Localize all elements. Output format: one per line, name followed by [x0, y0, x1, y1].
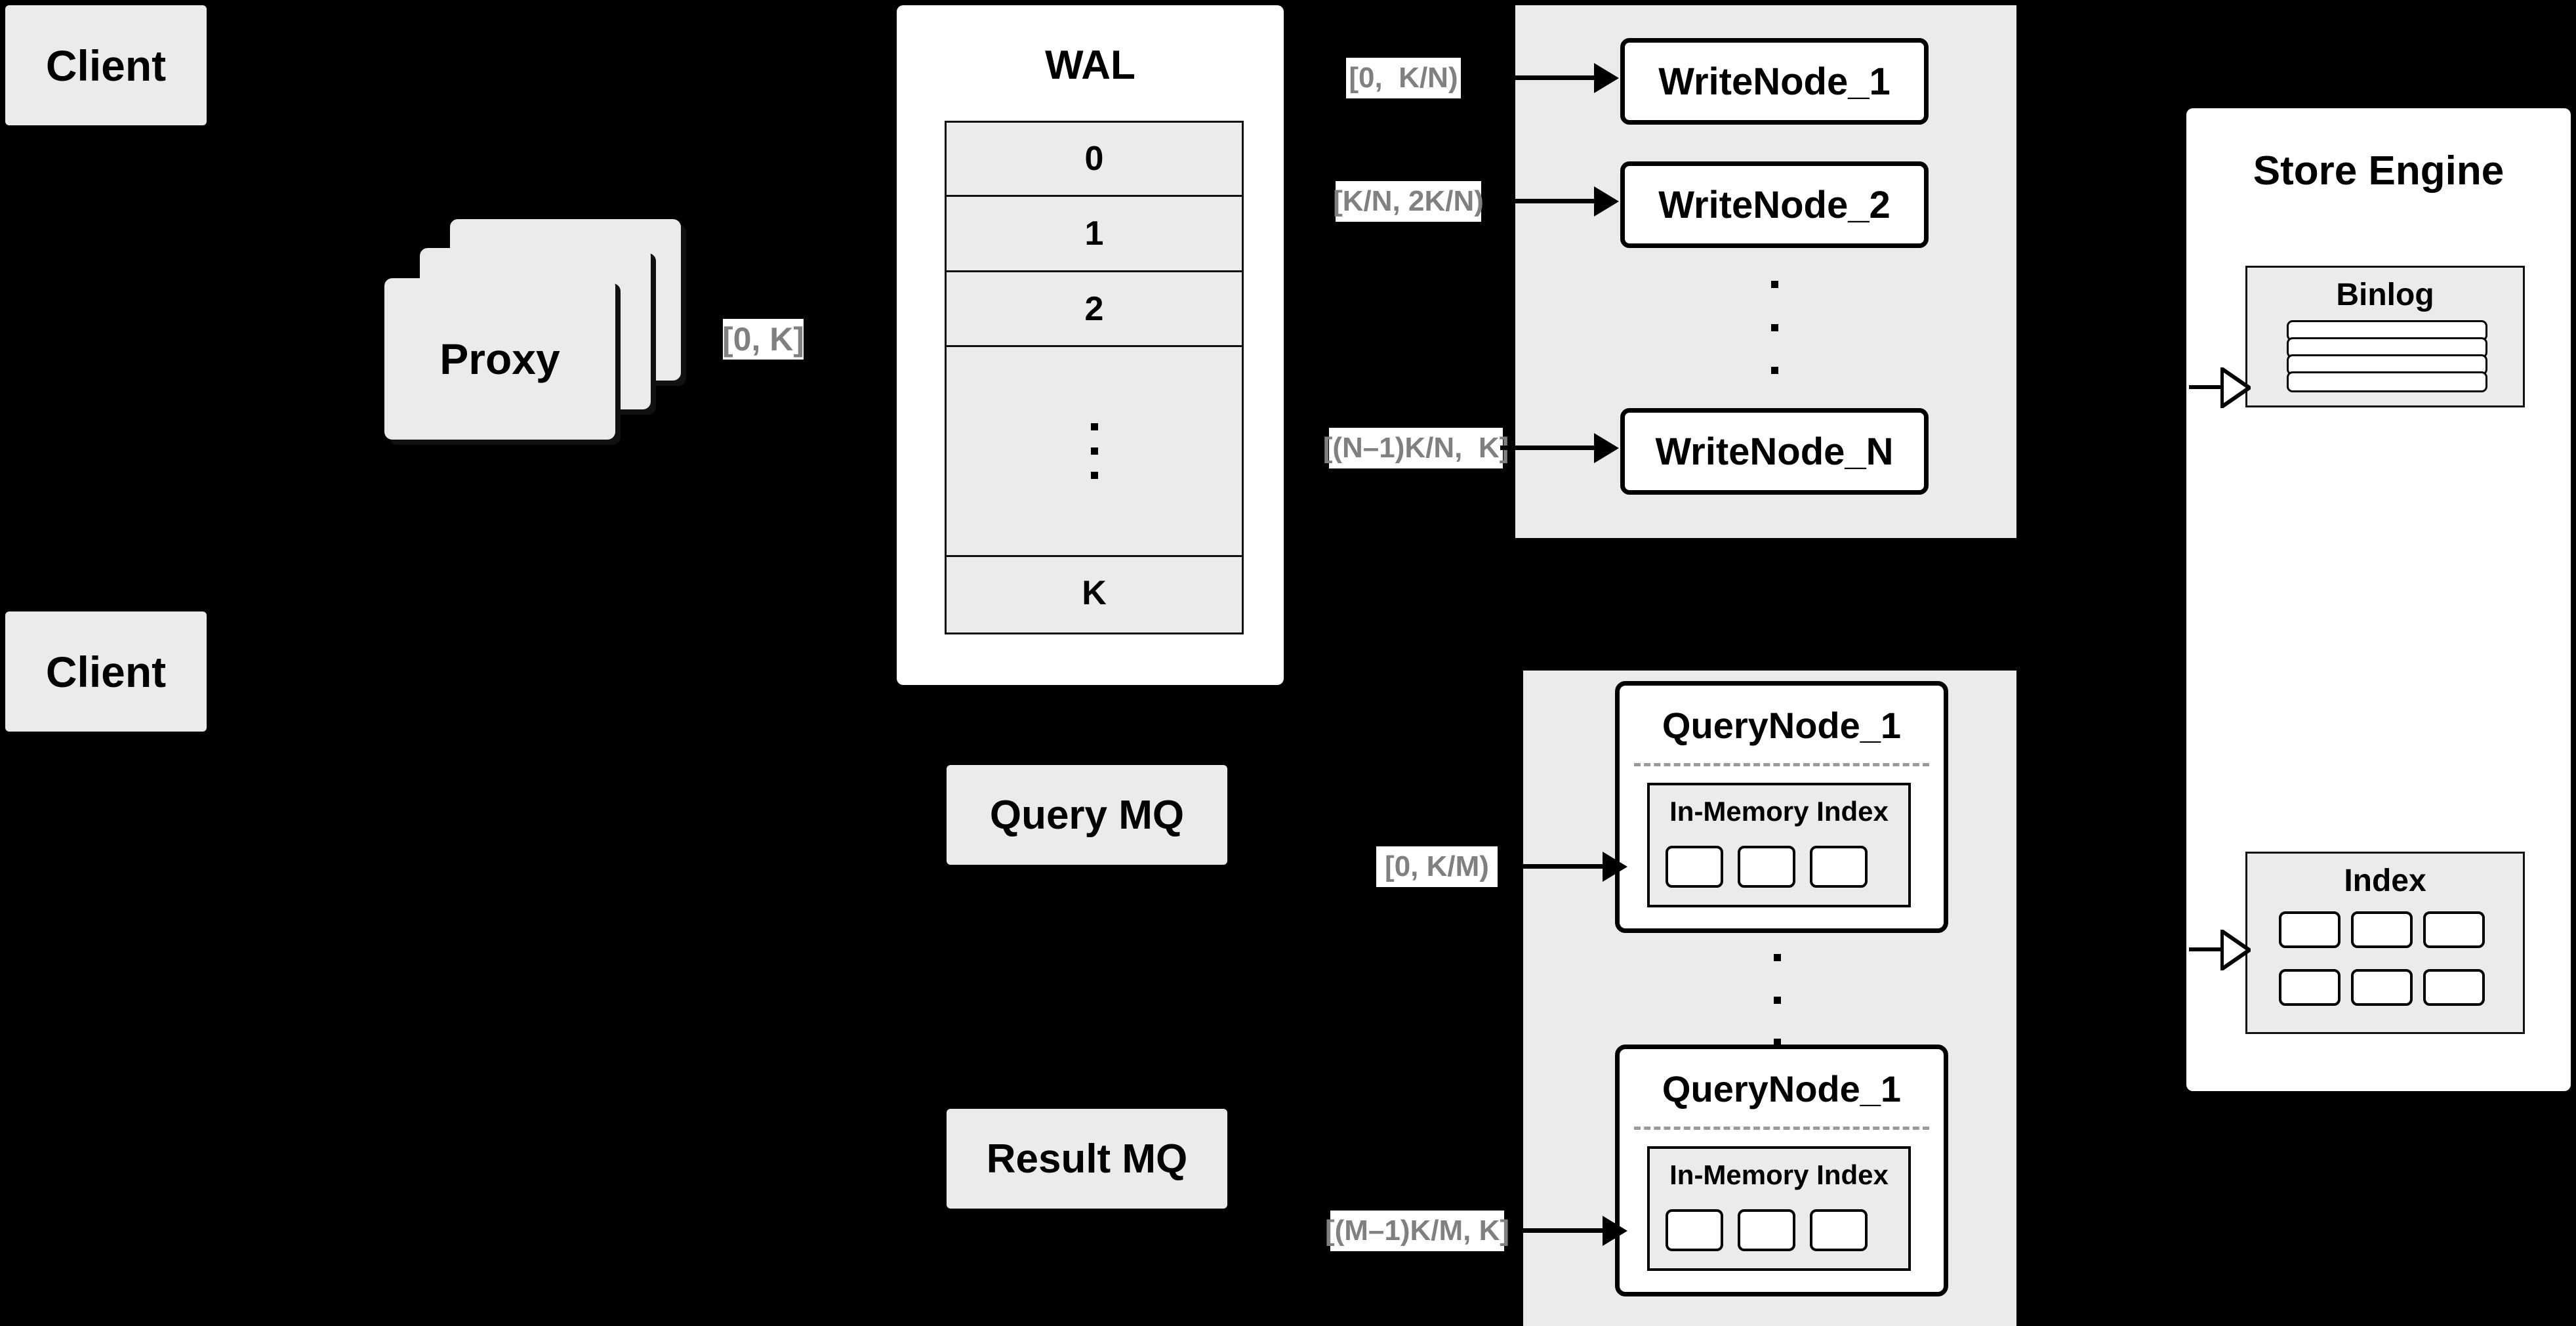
ellipsis-dot-icon [1773, 954, 1781, 961]
write-node-2-arrow-head [1594, 186, 1619, 217]
wal-row[interactable]: K [947, 557, 1242, 629]
write-node-2-range-label: [K/N, 2K/N) [1333, 181, 1484, 222]
write-node-n-range-label: [(N–1)K/N, K] [1323, 428, 1509, 468]
write-node-2-arrow-line [1500, 199, 1599, 203]
wal-table: 0 1 2 K [945, 121, 1244, 634]
wal-row-ellipsis [947, 347, 1242, 557]
index-title: Index [2344, 863, 2426, 898]
index-cell[interactable] [2279, 969, 2341, 1006]
proxy-box[interactable]: Proxy [384, 278, 615, 440]
write-node-n-arrow-line [1500, 445, 1599, 450]
binlog-arrow-line [2189, 385, 2230, 389]
in-memory-index-box: In-Memory Index [1647, 1146, 1911, 1271]
in-memory-index-cell[interactable] [1810, 1209, 1868, 1251]
write-node-1-arrow-line [1500, 75, 1599, 80]
query-node-m-arrow-head [1603, 1216, 1627, 1246]
wal-row[interactable]: 0 [947, 123, 1242, 197]
query-node-m-range-label: [(M–1)K/M, K] [1325, 1211, 1509, 1251]
result-mq-label: Result MQ [986, 1136, 1188, 1182]
write-node-2[interactable]: WriteNode_2 [1620, 161, 1929, 248]
binlog-title: Binlog [2336, 278, 2434, 312]
index-section: Index [2245, 852, 2525, 1034]
binlog-bar[interactable] [2287, 371, 2487, 392]
write-node-label: WriteNode_1 [1658, 60, 1891, 103]
index-arrow-line [2189, 947, 2230, 951]
query-node-title: QueryNode_1 [1662, 705, 1902, 746]
wal-row-label: 1 [1084, 215, 1104, 253]
index-cell[interactable] [2351, 969, 2413, 1006]
wal-row[interactable]: 2 [947, 272, 1242, 347]
write-node-1[interactable]: WriteNode_1 [1620, 38, 1929, 125]
query-node-1-range-label: [0, K/M) [1376, 846, 1498, 887]
write-node-n-arrow-head [1594, 433, 1619, 463]
ellipsis-dot-icon [1090, 472, 1098, 479]
in-memory-index-cell[interactable] [1666, 846, 1723, 888]
index-cell[interactable] [2423, 969, 2485, 1006]
ellipsis-dot-icon [1770, 367, 1778, 374]
write-node-group: WriteNode_1 WriteNode_2 WriteNode_N [1515, 5, 2016, 538]
binlog-arrow-head-icon [2220, 367, 2251, 408]
query-node-separator [1634, 1127, 1929, 1130]
ellipsis-dot-icon [1773, 1039, 1781, 1046]
index-arrow-head-icon [2220, 930, 2251, 970]
query-node-separator [1634, 763, 1929, 766]
in-memory-index-cell[interactable] [1666, 1209, 1723, 1251]
in-memory-index-cell[interactable] [1738, 1209, 1795, 1251]
ellipsis-dot-icon [1773, 996, 1781, 1004]
client-box-1[interactable]: Client [5, 5, 207, 125]
wal-panel: WAL 0 1 2 K [897, 5, 1284, 685]
query-mq-box[interactable]: Query MQ [947, 765, 1227, 865]
result-mq-box[interactable]: Result MQ [947, 1109, 1227, 1209]
ellipsis-dot-icon [1090, 447, 1098, 455]
in-memory-index-box: In-Memory Index [1647, 783, 1911, 907]
proxy-label: Proxy [440, 335, 560, 383]
ellipsis-dot-icon [1770, 323, 1778, 331]
binlog-section: Binlog [2245, 266, 2525, 407]
ellipsis-dot-icon [1770, 281, 1778, 288]
query-node-m[interactable]: QueryNode_1 In-Memory Index [1615, 1045, 1948, 1296]
store-engine-panel: Store Engine Binlog Index [2186, 108, 2571, 1091]
query-node-1-arrow-line [1509, 864, 1607, 869]
write-node-1-range-label: [0, K/N) [1346, 58, 1461, 98]
write-node-1-arrow-head [1594, 63, 1619, 93]
client-label: Client [45, 647, 167, 696]
query-node-1-arrow-head [1603, 852, 1627, 882]
client-label: Client [45, 41, 167, 90]
write-node-label: WriteNode_2 [1658, 183, 1891, 226]
wal-row-label: K [1082, 573, 1107, 612]
write-node-label: WriteNode_N [1655, 430, 1894, 473]
in-memory-index-title: In-Memory Index [1669, 1159, 1889, 1190]
query-node-title: QueryNode_1 [1662, 1068, 1902, 1109]
index-cell[interactable] [2423, 911, 2485, 948]
client-box-2[interactable]: Client [5, 611, 207, 732]
query-node-1[interactable]: QueryNode_1 In-Memory Index [1615, 681, 1948, 933]
in-memory-index-cell[interactable] [1738, 846, 1795, 888]
ellipsis-dot-icon [1090, 423, 1098, 430]
store-engine-title: Store Engine [2253, 148, 2504, 194]
wal-row-label: 0 [1084, 140, 1104, 178]
query-node-m-arrow-line [1509, 1228, 1607, 1233]
wal-row[interactable]: 1 [947, 197, 1242, 272]
wal-title: WAL [1045, 43, 1135, 88]
in-memory-index-title: In-Memory Index [1669, 796, 1889, 827]
in-memory-index-cell[interactable] [1810, 846, 1868, 888]
query-mq-label: Query MQ [989, 792, 1185, 838]
query-node-ellipsis [1768, 954, 1786, 1046]
wal-row-label: 2 [1084, 289, 1104, 328]
index-cell[interactable] [2351, 911, 2413, 948]
proxy-range-label: [0, K] [722, 319, 804, 360]
write-node-ellipsis [1766, 281, 1783, 374]
index-cell[interactable] [2279, 911, 2341, 948]
write-node-n[interactable]: WriteNode_N [1620, 408, 1929, 495]
